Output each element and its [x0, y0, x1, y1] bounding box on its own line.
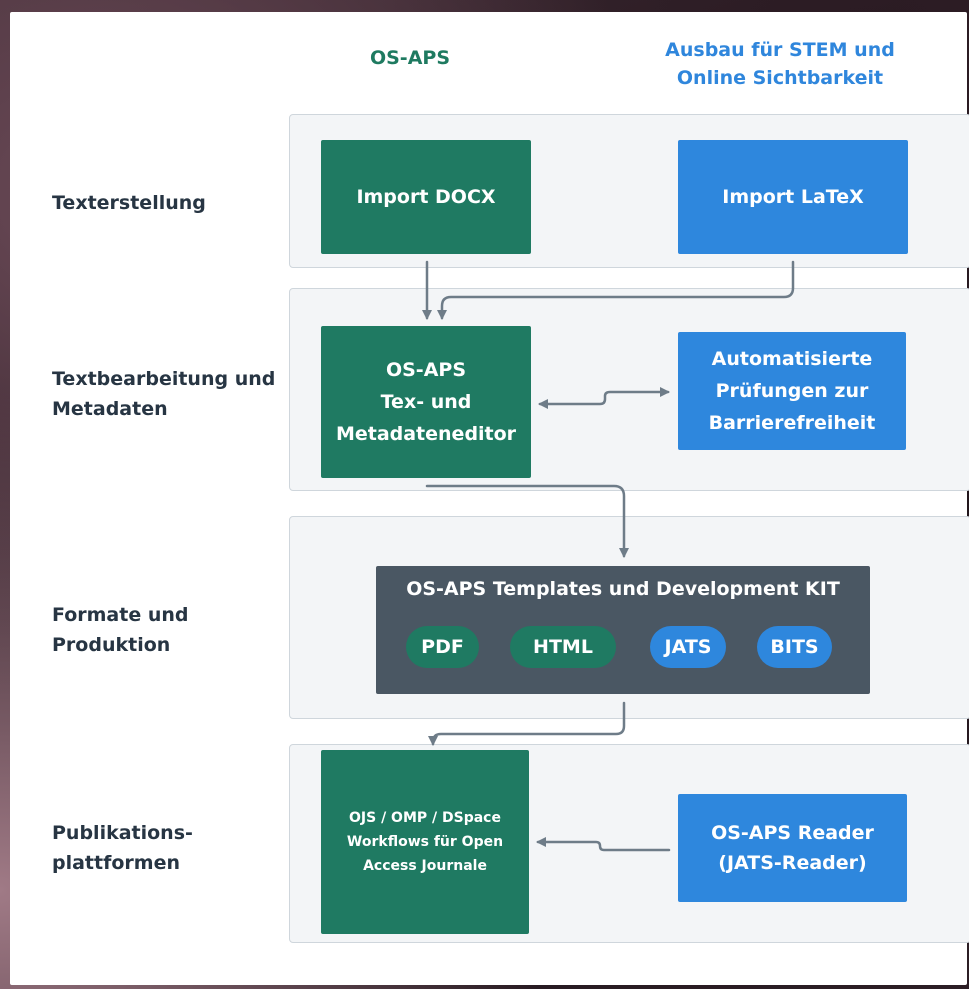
row-label-line: Texterstellung — [52, 192, 206, 214]
ojs-line: OJS / OMP / DSpace — [349, 810, 501, 826]
format-pill-jats: JATS — [650, 626, 726, 668]
editor-line: Metadateneditor — [335, 423, 517, 445]
row-label-line: Formate und — [52, 604, 189, 626]
import-docx-label: Import DOCX — [356, 186, 496, 208]
checks-line: Prüfungen zur — [715, 380, 869, 402]
editor-line: OS-APS — [385, 359, 467, 381]
format-pill-bits: BITS — [757, 626, 832, 668]
ojs-line: Access Journale — [363, 858, 487, 874]
checks-line: Barrierefreiheit — [708, 412, 876, 434]
row-label-texterstellung: Texterstellung — [52, 188, 206, 218]
checks-line: Automatisierte — [711, 348, 873, 370]
editor-line: Tex- und — [380, 391, 472, 413]
templates-title: OS-APS Templates und Development KIT — [406, 578, 840, 600]
column-header-stem: Ausbau für STEM und Online Sichtbarkeit — [630, 36, 930, 92]
reader-line: (JATS-Reader) — [718, 852, 867, 874]
row-label-line: Publikations- — [52, 822, 193, 844]
ojs-omp-dspace-box: OJS / OMP / DSpace Workflows für Open Ac… — [321, 750, 529, 934]
column-header-osaps: OS-APS — [369, 47, 451, 69]
editor-box: OS-APS Tex- und Metadateneditor — [321, 326, 531, 478]
import-docx-box: Import DOCX — [321, 140, 531, 254]
column-header-stem-line2: Online Sichtbarkeit — [676, 67, 884, 89]
format-pill-pdf: PDF — [406, 626, 479, 668]
row-label-line: plattformen — [52, 852, 180, 874]
osaps-reader-box: OS-APS Reader (JATS-Reader) — [678, 794, 907, 902]
format-pill-html: HTML — [510, 626, 616, 668]
row-label-line: Produktion — [52, 634, 171, 656]
row-label-line: Textbearbeitung und — [52, 368, 276, 390]
accessibility-checks-box: Automatisierte Prüfungen zur Barrierefre… — [678, 332, 906, 450]
column-header-stem-line1: Ausbau für STEM und — [665, 39, 895, 61]
import-latex-label: Import LaTeX — [722, 186, 864, 208]
ojs-line: Workflows für Open — [346, 834, 504, 850]
row-label-textbearbeitung: Textbearbeitung und Metadaten — [52, 364, 275, 424]
import-latex-box: Import LaTeX — [678, 140, 908, 254]
row-label-publikation: Publikations- plattformen — [52, 818, 193, 878]
row-label-line: Metadaten — [52, 398, 168, 420]
reader-line: OS-APS Reader — [711, 822, 874, 844]
row-label-formate: Formate und Produktion — [52, 600, 189, 660]
